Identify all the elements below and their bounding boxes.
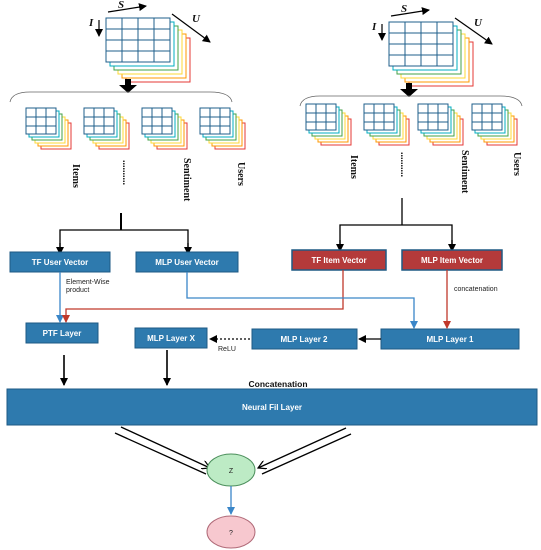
right-axis-i-label: I [371,21,377,33]
svg-text:MLP Layer X: MLP Layer X [147,334,196,343]
svg-text:TF Item Vector: TF Item Vector [311,256,366,265]
tf-item-to-ptf-arrow [62,270,344,323]
right-small-cubes [305,103,518,146]
left-axis-u-label: U [192,13,201,25]
left-axis-u-arrow [171,13,211,43]
svg-text:Z: Z [229,468,234,475]
neural-to-z-arrow-left-2 [114,432,207,475]
svg-text:Neural Fil Layer: Neural Fil Layer [242,403,302,412]
right-axis-u-arrow [454,17,493,45]
right-label-items: Items [348,155,359,179]
left-small-cube [199,107,246,150]
mlp-user-vector-box: MLP User Vector [135,251,239,273]
right-split-line [339,224,453,253]
left-axis-s-label: S [118,0,124,11]
svg-text:MLP Item Vector: MLP Item Vector [421,256,483,265]
right-label-users: Users [511,152,522,176]
element-wise-label: Element-Wise [66,279,110,286]
left-small-cube [25,107,72,150]
tf-user-vector-box: TF User Vector [9,251,111,273]
left-tensor-grid [105,17,171,63]
left-tensor: S I U [9,0,233,103]
right-axis-s-label: S [401,3,407,15]
right-axis-s-arrow [390,7,430,17]
left-small-cube [83,107,130,150]
right-tensor: S I U [299,3,523,107]
right-label-sentiment: Sentiment [459,150,470,194]
mlp-user-to-layer1-arrow [186,272,418,329]
neural-to-z-arrow-right-1 [258,427,347,468]
concatenation-label: Concatenation [248,379,307,389]
svg-text:MLP User Vector: MLP User Vector [155,258,218,267]
right-small-cube [417,103,464,146]
right-down-block-arrow [400,83,418,97]
ptf-layer-box: PTF Layer [25,322,99,344]
svg-text:TF User Vector: TF User Vector [32,258,88,267]
z-node: Z [206,453,256,487]
left-label-ellipsis: .......... [120,160,131,186]
concatenation-side-label: concatenation [454,286,498,293]
left-label-sentiment: Sentiment [181,158,192,202]
right-label-ellipsis: .......... [398,152,409,178]
right-small-cube [305,103,352,146]
mlp-layer-1-box: MLP Layer 1 [380,328,520,350]
left-brace [9,91,233,103]
right-small-cube [363,103,410,146]
right-axis-u-label: U [474,17,483,29]
svg-text:MLP Layer 2: MLP Layer 2 [281,335,329,344]
neural-to-z-arrow-right-2 [261,433,352,475]
neural-to-z-arrow-left-1 [120,426,210,468]
svg-text:?: ? [229,530,233,537]
svg-text:MLP Layer 1: MLP Layer 1 [427,335,475,344]
tf-item-vector-box: TF Item Vector [291,249,387,271]
right-tensor-grid [388,21,454,67]
right-small-cube [471,103,518,146]
right-brace [299,95,523,107]
svg-text:PTF Layer: PTF Layer [43,329,82,338]
mlp-layer-x-box: MLP Layer X [134,327,208,349]
mlp-layer-2-box: MLP Layer 2 [251,328,358,350]
element-wise-label-2: product [66,287,89,294]
mlp-item-vector-box: MLP Item Vector [401,249,503,271]
left-small-cubes [25,107,246,150]
left-axis-i-label: I [88,17,94,29]
neural-layer-box: Neural Fil Layer [6,388,538,426]
left-axis-s-arrow [107,3,147,13]
left-label-items: Items [70,164,81,188]
left-label-users: Users [235,162,246,186]
left-down-block-arrow [119,79,137,93]
y-node: ? [206,515,256,549]
relu-label: ReLU [218,346,236,353]
left-small-cube [141,107,188,150]
